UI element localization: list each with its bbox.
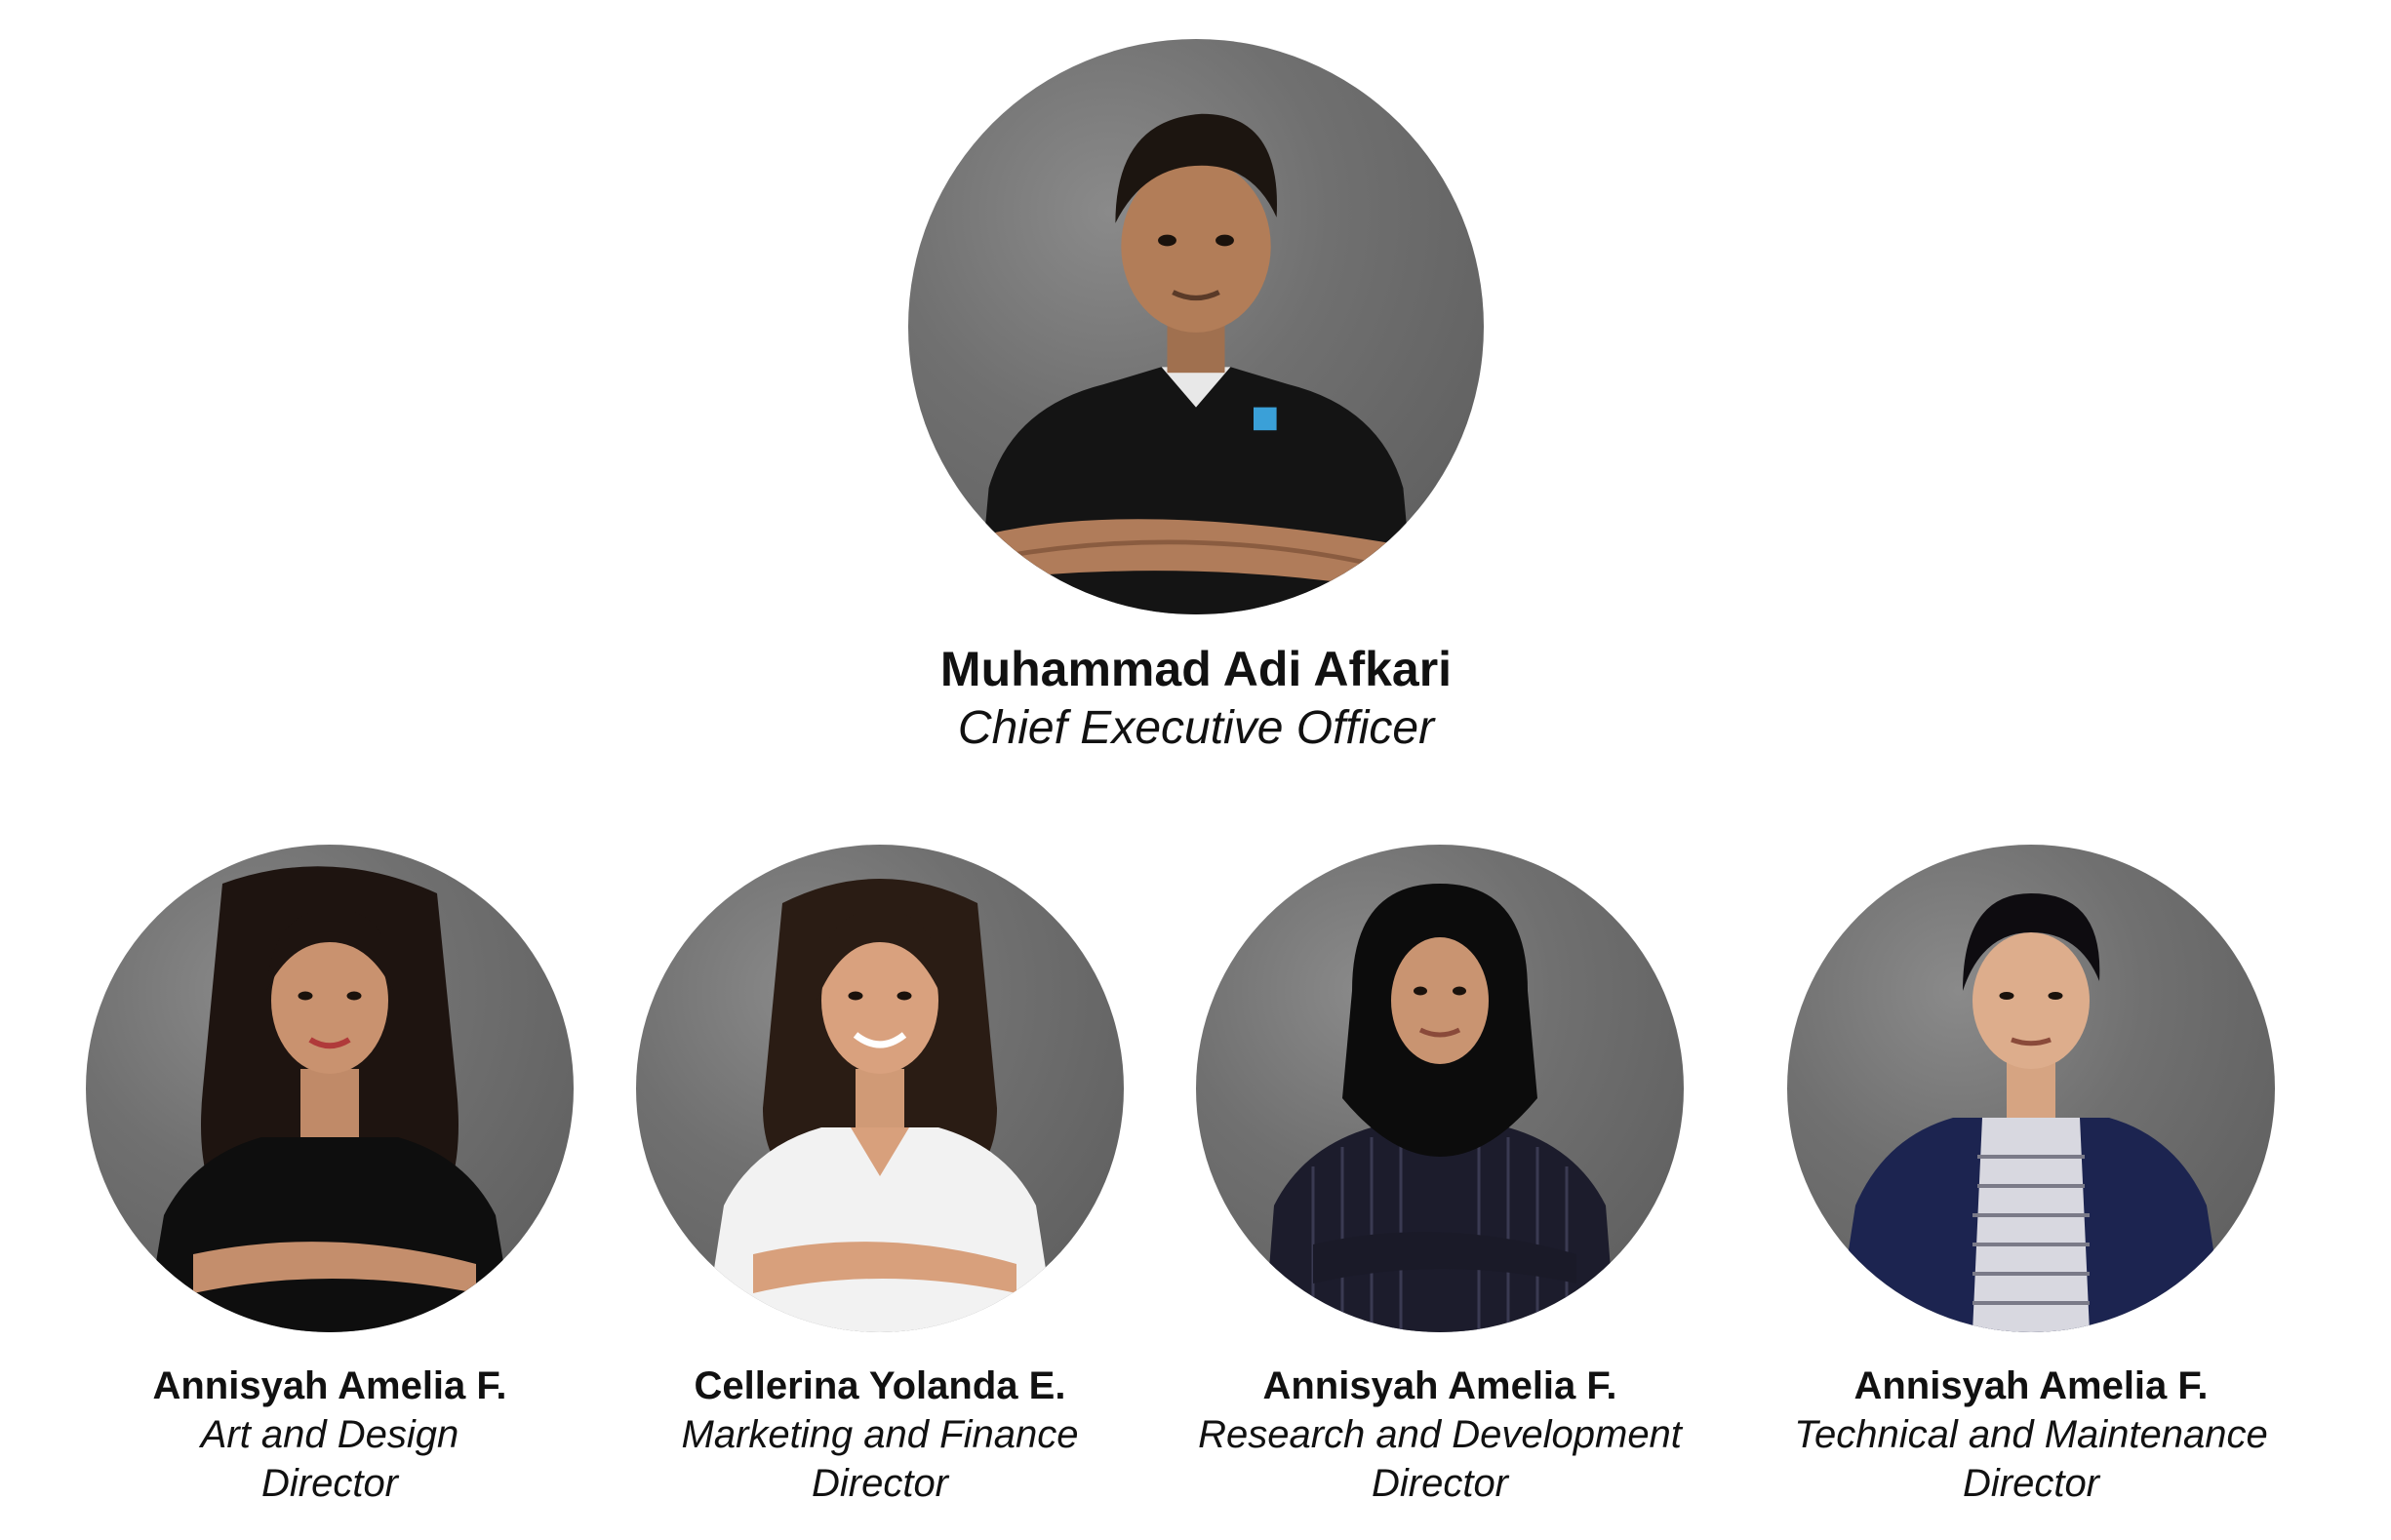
director-card: Cellerina Yolanda E. Marketing and Finan… (607, 845, 1153, 1508)
director-role: Marketing and Finance Director (681, 1413, 1079, 1505)
director-name: Cellerina Yolanda E. (694, 1364, 1066, 1407)
ceo-photo (908, 39, 1484, 614)
director-name: Annisyah Amelia F. (1262, 1364, 1617, 1407)
person-portrait-icon (1264, 884, 1615, 1332)
director-role: Technical and Maintenance Director (1794, 1413, 2268, 1505)
director-card: Annisyah Amelia F. Technical and Mainten… (1758, 845, 2304, 1508)
person-portrait-icon (144, 866, 515, 1332)
director-photo (636, 845, 1124, 1332)
director-photo (86, 845, 574, 1332)
director-role: Research and Development Director (1198, 1413, 1682, 1505)
ceo-card: Muhammad Adi Afkari Chief Executive Offi… (903, 39, 1489, 759)
person-portrait-icon (976, 113, 1415, 614)
director-card: Annisyah Amelia F. Research and Developm… (1167, 845, 1713, 1508)
director-role: Art and Design Director (200, 1413, 459, 1505)
person-portrait-icon (704, 879, 1056, 1332)
director-card: Annisyah Amelia F. Art and Design Direct… (57, 845, 603, 1508)
ceo-role: Chief Executive Officer (957, 702, 1435, 754)
director-photo (1196, 845, 1684, 1332)
director-photo (1787, 845, 2275, 1332)
ceo-name: Muhammad Adi Afkari (939, 642, 1453, 696)
director-name: Annisyah Amelia F. (1853, 1364, 2209, 1407)
director-name: Annisyah Amelia F. (152, 1364, 507, 1407)
person-portrait-icon (1836, 893, 2226, 1332)
